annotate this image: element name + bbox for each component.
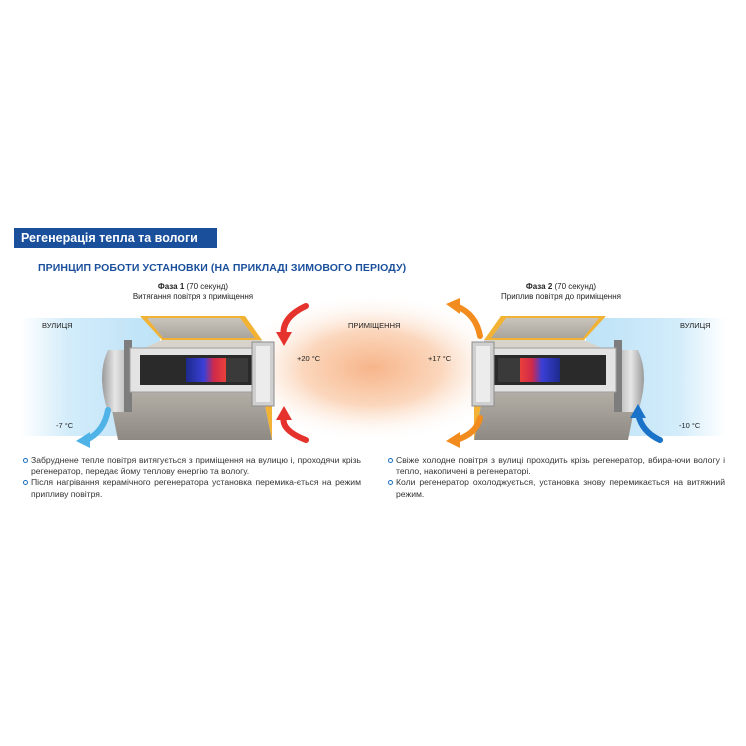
phase2-bullet-list: Свіже холодне повітря з вулиці проходить… bbox=[388, 455, 725, 500]
phase1-description: Витягання повітря з приміщення bbox=[132, 292, 254, 301]
street-label-left: ВУЛИЦЯ bbox=[42, 321, 73, 330]
phase1-name: Фаза 1 bbox=[157, 282, 185, 291]
bullet-icon bbox=[23, 480, 28, 486]
room-label: ПРИМІЩЕННЯ bbox=[348, 321, 401, 330]
diagram-subtitle: ПРИНЦИП РОБОТИ УСТАНОВКИ (НА ПРИКЛАДІ ЗИ… bbox=[38, 262, 407, 274]
bullet-icon bbox=[23, 458, 28, 463]
ventilator-unit-right bbox=[471, 316, 644, 440]
ventilator-unit-left bbox=[102, 316, 275, 440]
bullet-icon bbox=[388, 480, 393, 486]
orange-arrow-icon bbox=[446, 432, 460, 448]
section-title: Регенерація тепла та вологи bbox=[14, 228, 217, 248]
red-arrow-icon bbox=[276, 406, 292, 420]
phase2-description: Приплив повітря до приміщення bbox=[501, 292, 621, 301]
phase2-name: Фаза 2 bbox=[525, 282, 553, 291]
phase1-caption: Фаза 1 (70 секунд) Витягання повітря з п… bbox=[118, 282, 268, 302]
phase2-duration: (70 секунд) bbox=[554, 282, 597, 291]
blue-arrow-icon bbox=[630, 404, 646, 418]
phase1-duration: (70 секунд) bbox=[186, 282, 229, 291]
list-item: Коли регенератор охолоджується, установк… bbox=[388, 477, 725, 499]
temp-street-right: -10 °C bbox=[679, 421, 701, 430]
list-item: Свіже холодне повітря з вулиці проходить… bbox=[388, 455, 725, 477]
ventilation-diagram bbox=[20, 293, 726, 448]
list-item: Забруднене тепле повітря витягується з п… bbox=[23, 455, 361, 477]
phase1-bullet-list: Забруднене тепле повітря витягується з п… bbox=[23, 455, 361, 500]
street-label-right: ВУЛИЦЯ bbox=[680, 321, 711, 330]
blue-arrow-icon bbox=[76, 432, 90, 448]
list-item: Після нагрівання керамічного регенератор… bbox=[23, 477, 361, 499]
warm-zone bbox=[232, 293, 512, 443]
temp-room-right: +17 °C bbox=[428, 354, 452, 363]
orange-arrow-icon bbox=[446, 298, 460, 314]
red-arrow-icon bbox=[276, 332, 292, 346]
phase2-caption: Фаза 2 (70 секунд) Приплив повітря до пр… bbox=[486, 282, 636, 302]
temp-room-left: +20 °C bbox=[297, 354, 321, 363]
temp-street-left: -7 °C bbox=[56, 421, 74, 430]
bullet-icon bbox=[388, 458, 393, 463]
